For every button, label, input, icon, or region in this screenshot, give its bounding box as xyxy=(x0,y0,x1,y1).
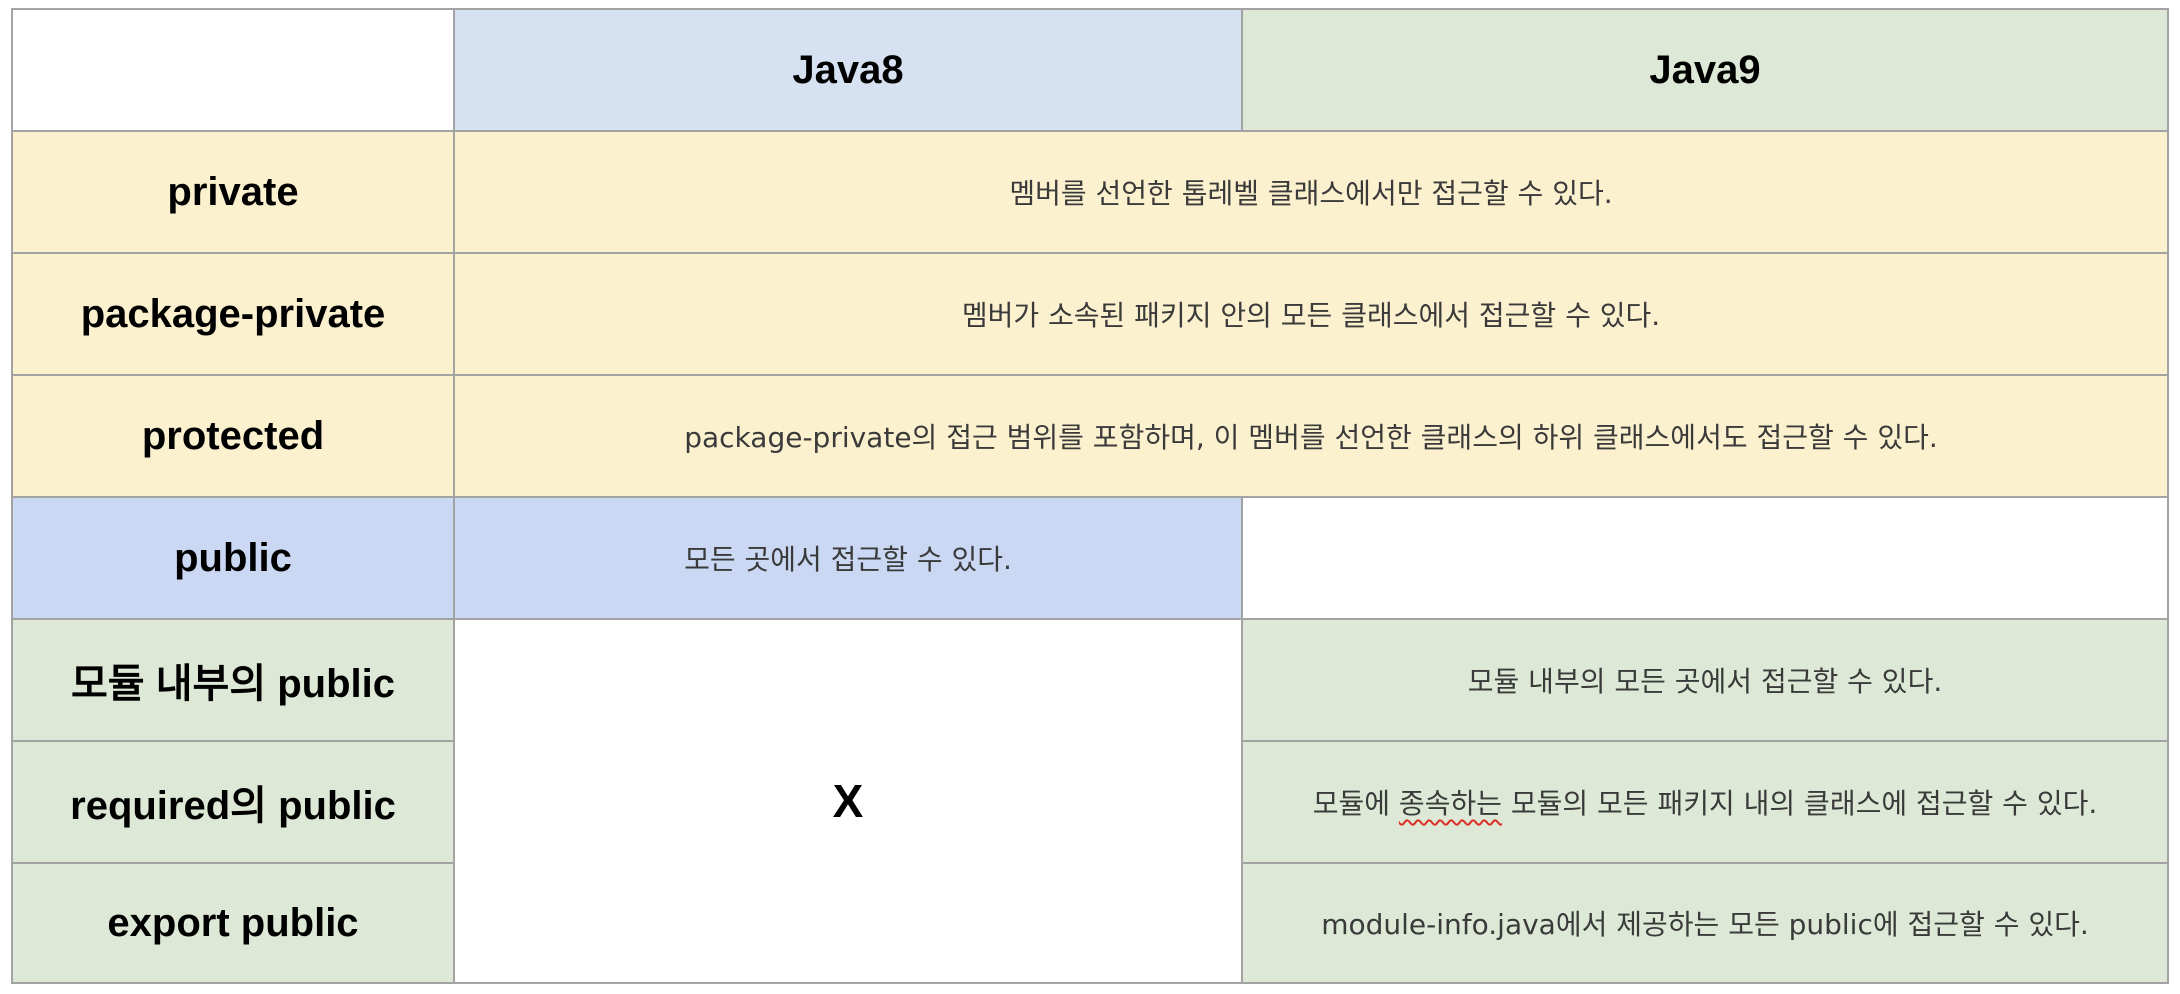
export-public-row: export public module-info.java에서 제공하는 모든… xyxy=(11,862,2169,984)
module-internal-public-row: 모듈 내부의 public X 모듈 내부의 모든 곳에서 접근할 수 있다. xyxy=(11,618,2169,984)
java8-header-cell[interactable]: Java8 xyxy=(453,8,1243,132)
export-public-java9-cell[interactable]: module-info.java에서 제공하는 모든 public에 접근할 수… xyxy=(1241,862,2169,984)
spellcheck-flagged-word[interactable]: 종속하는 xyxy=(1398,787,1502,820)
java9-header-cell[interactable]: Java9 xyxy=(1241,8,2169,132)
required-public-label-cell[interactable]: required의 public xyxy=(11,740,455,864)
required-public-text-before: 모듈에 xyxy=(1312,787,1399,820)
private-description-cell[interactable]: 멤버를 선언한 톱레벨 클래스에서만 접근할 수 있다. xyxy=(453,130,2169,254)
required-public-java9-cell[interactable]: 모듈에 종속하는 모듈의 모든 패키지 내의 클래스에 접근할 수 있다. xyxy=(1241,740,2169,864)
public-java8-cell[interactable]: 모든 곳에서 접근할 수 있다. xyxy=(453,496,1243,620)
protected-label-cell[interactable]: protected xyxy=(11,374,455,498)
public-row: public 모든 곳에서 접근할 수 있다. xyxy=(11,496,2169,620)
protected-row: protected package-private의 접근 범위를 포함하며, … xyxy=(11,374,2169,498)
required-public-text-after: 모듈의 모든 패키지 내의 클래스에 접근할 수 있다. xyxy=(1501,787,2098,820)
header-row: Java8 Java9 xyxy=(11,8,2169,132)
private-row: private 멤버를 선언한 톱레벨 클래스에서만 접근할 수 있다. xyxy=(11,130,2169,254)
protected-description-cell[interactable]: package-private의 접근 범위를 포함하며, 이 멤버를 선언한 … xyxy=(453,374,2169,498)
public-java9-cell[interactable] xyxy=(1241,496,2169,620)
package-private-description-cell[interactable]: 멤버가 소속된 패키지 안의 모든 클래스에서 접근할 수 있다. xyxy=(453,252,2169,376)
package-private-row: package-private 멤버가 소속된 패키지 안의 모든 클래스에서 … xyxy=(11,252,2169,376)
public-label-cell[interactable]: public xyxy=(11,496,455,620)
required-public-row: required의 public 모듈에 종속하는 모듈의 모든 패키지 내의 … xyxy=(11,740,2169,864)
package-private-label-cell[interactable]: package-private xyxy=(11,252,455,376)
module-internal-public-label-cell[interactable]: 모듈 내부의 public xyxy=(11,618,455,742)
export-public-label-cell[interactable]: export public xyxy=(11,862,455,984)
private-label-cell[interactable]: private xyxy=(11,130,455,254)
access-modifier-table: Java8 Java9 private 멤버를 선언한 톱레벨 클래스에서만 접… xyxy=(11,8,2169,984)
module-internal-public-java9-cell[interactable]: 모듈 내부의 모든 곳에서 접근할 수 있다. xyxy=(1241,618,2169,742)
corner-cell[interactable] xyxy=(11,8,455,132)
java8-module-rows-cell[interactable]: X xyxy=(453,618,1243,984)
